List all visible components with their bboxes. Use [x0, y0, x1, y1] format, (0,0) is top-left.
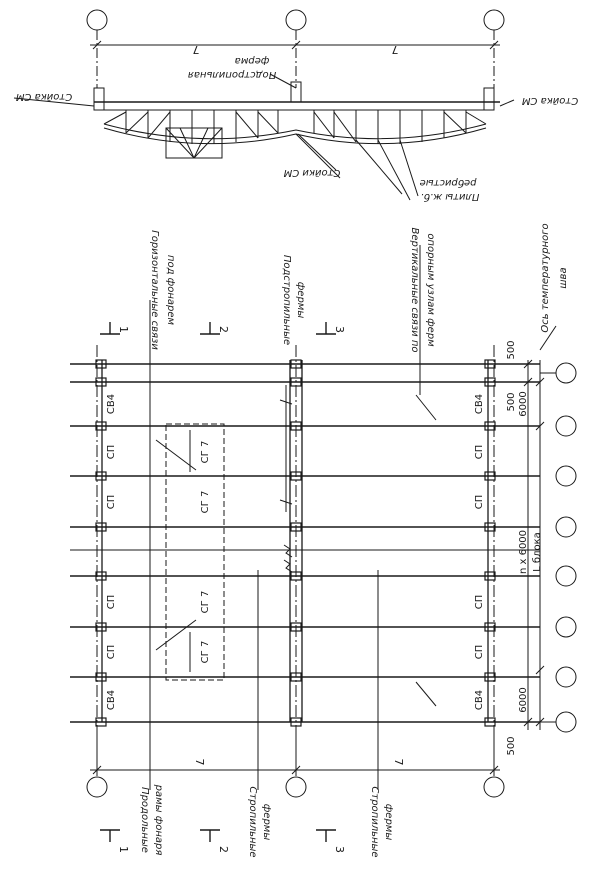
svg-text:СП: СП	[106, 445, 117, 460]
label-gor-svyazi-2: под фонарем	[165, 255, 176, 326]
dim-6000-bot: 6000	[518, 687, 529, 712]
svg-text:СВ4: СВ4	[474, 394, 485, 414]
section-1-bottom: 1	[117, 846, 130, 853]
section-2-bottom: 2	[217, 846, 230, 853]
transverse-trusses	[70, 363, 540, 723]
label-plity-1: Плиты ж.б.	[421, 191, 480, 203]
truss-section	[13, 9, 515, 201]
label-prodol-1: Продольные	[139, 787, 150, 853]
svg-text:СГ 7: СГ 7	[200, 441, 211, 464]
dim-6000-top: 6000	[518, 391, 529, 416]
panel-marks: СВ4 СП СП СП СП СВ4 СВ4 СП СП СП СП СВ4 …	[106, 394, 485, 710]
bracing-zone	[165, 423, 225, 681]
svg-text:СП: СП	[474, 595, 485, 610]
svg-text:СП: СП	[106, 495, 117, 510]
dim-bottom-left: 7	[193, 759, 206, 766]
label-os-shva-1: Ось температурного	[540, 223, 551, 332]
label-prodol-2: рамы фонаря	[153, 784, 164, 856]
label-gor-svyazi-1: Горизонтальные связи	[149, 230, 160, 350]
label-podstrop-top-1: Подстропильная	[188, 69, 276, 80]
dim-span-left: 7	[193, 43, 200, 56]
label-strop-b-1: Стропильные	[369, 786, 380, 857]
section-1-top: 1	[117, 326, 130, 333]
axis-bubble-c	[483, 9, 505, 31]
label-os-shva-2: шва	[558, 267, 569, 288]
svg-text:СВ4: СВ4	[106, 690, 117, 710]
label-podstrop-fermy-1: Подстропильные	[281, 255, 292, 345]
svg-text:СП: СП	[474, 495, 485, 510]
label-vert-svyazi-1: Вертикальные связи по	[409, 228, 420, 353]
dim-500-mid: 500	[506, 392, 517, 411]
roof-plan	[70, 245, 577, 842]
svg-text:СП: СП	[106, 595, 117, 610]
section-2-top: 2	[217, 326, 230, 333]
axis-bubble-c-bottom	[483, 776, 505, 798]
dim-nx6000: n x 6000	[518, 530, 529, 574]
label-podstrop-fermy-2: фермы	[295, 282, 306, 319]
column-nodes	[95, 359, 496, 727]
label-strop-1: Стропильные	[247, 786, 258, 857]
dim-span-right: 7	[392, 43, 399, 56]
axis-bubble-a	[86, 9, 108, 31]
label-stoyka-left: Стойка СМ	[15, 91, 72, 102]
section-3-top: 3	[333, 326, 346, 333]
section-3-bottom: 3	[333, 846, 346, 853]
svg-text:СВ4: СВ4	[474, 690, 485, 710]
label-podstrop-top-2: ферма	[235, 55, 270, 66]
label-vert-svyazi-2: опорным узлам ферм	[425, 233, 436, 347]
svg-text:СВ4: СВ4	[106, 394, 117, 414]
drawing-labels: 7 7 Стойка СМ Стойка СМ Подстропильная ф…	[15, 43, 578, 858]
svg-text:СП: СП	[106, 645, 117, 660]
svg-text:СП: СП	[474, 645, 485, 660]
dim-500-top: 500	[506, 340, 517, 359]
axis-bubble-b	[285, 9, 307, 31]
dim-500-bot: 500	[506, 736, 517, 755]
dim-l-bloka: L блока	[532, 532, 543, 572]
label-plity-2: ребристые	[420, 177, 478, 189]
dim-bottom-right: 7	[392, 759, 405, 766]
svg-text:СП: СП	[474, 445, 485, 460]
svg-text:СГ 7: СГ 7	[200, 491, 211, 514]
axis-bubble-a-bottom	[86, 776, 108, 798]
label-stoyka-right: Стойка СМ	[521, 95, 578, 106]
section-markers	[100, 322, 336, 842]
label-strop-b-2: фермы	[383, 804, 394, 841]
row-axis-bubbles	[540, 362, 577, 733]
label-strop-2: фермы	[261, 804, 272, 841]
svg-text:СГ 7: СГ 7	[200, 641, 211, 664]
label-stoyka-mid: Стойки СМ	[283, 167, 340, 178]
axis-bubble-b-bottom	[285, 776, 307, 798]
lantern-frame	[165, 127, 223, 159]
svg-text:СГ 7: СГ 7	[200, 591, 211, 614]
truss-panels	[103, 110, 487, 144]
